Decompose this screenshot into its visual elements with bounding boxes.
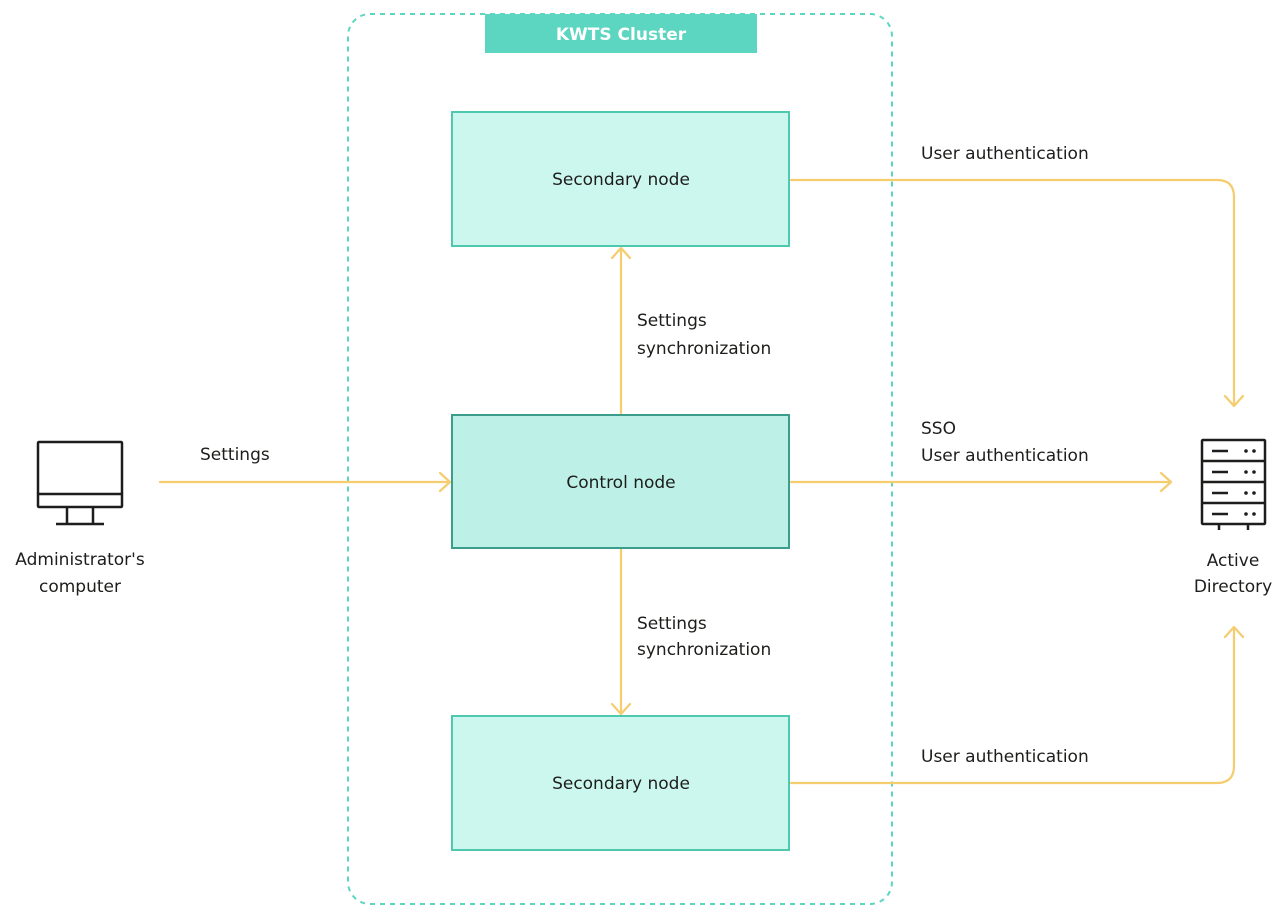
ad-label-line1: Active	[1207, 551, 1260, 571]
ad-label-line2: Directory	[1194, 577, 1272, 597]
settings-label: Settings	[200, 445, 270, 465]
sync-down-label-line1: Settings	[637, 614, 707, 634]
auth-top-label: User authentication	[921, 144, 1089, 164]
sso-label-line2: User authentication	[921, 446, 1089, 466]
auth-bottom-arrow-line	[789, 626, 1236, 785]
auth-bottom-label: User authentication	[921, 747, 1089, 767]
auth-top-arrow-line	[789, 178, 1236, 407]
sync-up-label-line1: Settings	[637, 311, 707, 331]
auth-bottom-arrow-head	[1223, 625, 1245, 639]
server-icon	[1200, 438, 1267, 530]
secondary-node-bottom-label: Secondary node	[552, 774, 690, 794]
connectors	[158, 178, 1245, 785]
sync-down-arrow-head	[610, 702, 632, 716]
control-node-label: Control node	[566, 473, 675, 493]
admin-label-line1: Administrator's	[15, 550, 145, 570]
secondary-node-top-label: Secondary node	[552, 170, 690, 190]
cluster-header	[485, 14, 757, 53]
sync-up-arrow-head	[610, 246, 632, 260]
secondary-node-top	[451, 111, 790, 247]
sso-arrow-head	[1159, 471, 1173, 493]
auth-top-arrow-head	[1223, 394, 1245, 408]
monitor-icon	[36, 440, 124, 526]
admin-label-line2: computer	[39, 577, 121, 597]
sync-up-label-line2: synchronization	[637, 339, 771, 359]
settings-arrow-head	[438, 471, 452, 493]
sso-label-line1: SSO	[921, 419, 956, 439]
secondary-node-bottom	[451, 715, 790, 851]
sync-down-label-line2: synchronization	[637, 640, 771, 660]
control-node	[451, 414, 790, 549]
cluster-title: KWTS Cluster	[556, 25, 687, 45]
